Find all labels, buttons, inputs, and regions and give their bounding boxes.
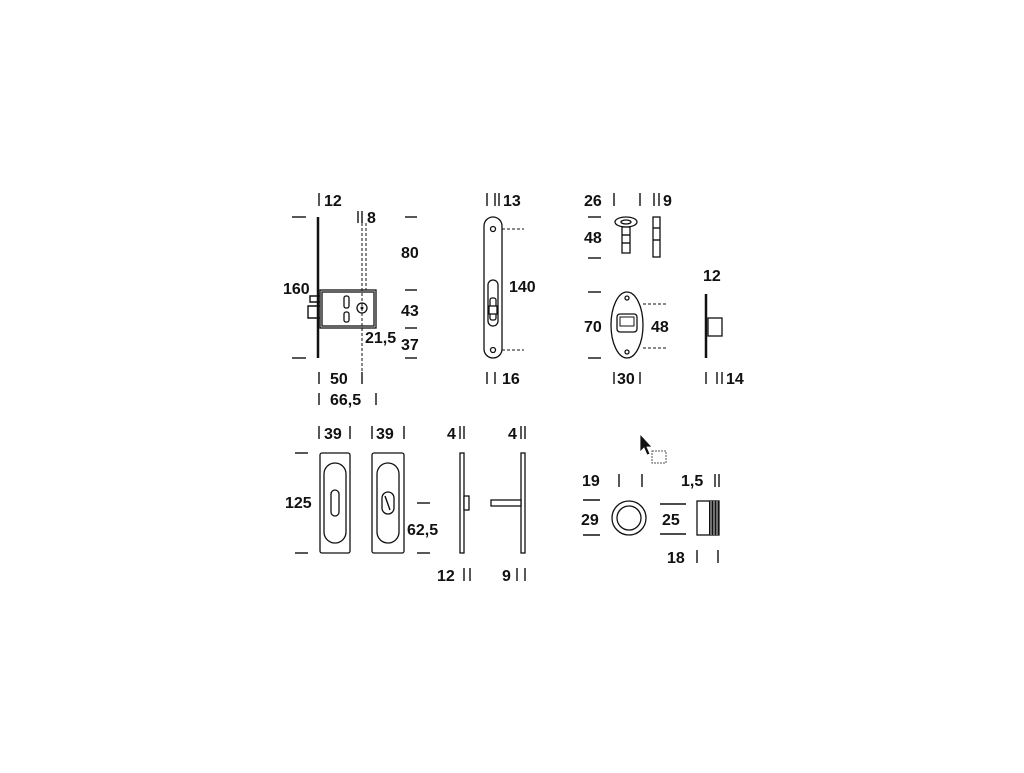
rosette-inner-diameter-label: 25 <box>662 512 680 529</box>
lock-backset-label: 50 <box>330 371 348 388</box>
lock-middle-label: 43 <box>401 303 419 320</box>
rosette-depth-label: 18 <box>667 550 685 567</box>
plate-2-bottom-label: 9 <box>502 568 511 585</box>
escutcheon-height-label: 70 <box>584 319 602 336</box>
side-plate-top-label: 12 <box>703 268 721 285</box>
rosette-thickness-label: 1,5 <box>681 473 703 490</box>
screws-drawing: 26 9 48 <box>584 193 672 259</box>
rosette-top-diameter-label: 19 <box>582 473 600 490</box>
arrow-pointer-icon <box>639 432 667 464</box>
side-plate-drawing: 12 14 <box>703 268 744 388</box>
lock-lower-label: 37 <box>401 337 419 354</box>
lock-top-thickness-label: 12 <box>324 193 342 210</box>
flush-handles-drawing: 39 39 125 62,5 4 4 12 9 <box>285 426 526 585</box>
screw-length-label: 48 <box>584 230 602 247</box>
lock-dim-8-label: 8 <box>367 210 376 227</box>
faceplate-drawing: 13 140 16 <box>483 193 536 388</box>
lock-body-drawing: 12 8 160 80 43 21,5 37 50 <box>283 193 419 409</box>
handle-half-height-label: 62,5 <box>407 522 438 539</box>
handle-right-width-label: 39 <box>376 426 394 443</box>
escutcheon-inner-label: 48 <box>651 319 669 336</box>
faceplate-height-label: 140 <box>509 279 536 296</box>
plate-1-top-label: 4 <box>447 426 456 443</box>
plate-2-top-label: 4 <box>508 426 517 443</box>
escutcheon-width-label: 30 <box>617 371 635 388</box>
screw-shank-label: 9 <box>663 193 672 210</box>
lock-upper-label: 80 <box>401 245 419 262</box>
rosette-drawing: 19 1,5 29 25 18 <box>581 473 720 567</box>
handle-height-label: 125 <box>285 495 312 512</box>
lock-height-label: 160 <box>283 281 310 298</box>
plate-1-bottom-label: 12 <box>437 568 455 585</box>
lock-depth-label: 66,5 <box>330 392 361 409</box>
faceplate-width-label: 13 <box>503 193 521 210</box>
faceplate-bottom-label: 16 <box>502 371 520 388</box>
lock-offset-label: 21,5 <box>365 330 396 347</box>
rosette-outer-diameter-label: 29 <box>581 512 599 529</box>
side-plate-bottom-label: 14 <box>726 371 744 388</box>
handle-left-width-label: 39 <box>324 426 342 443</box>
screw-head-label: 26 <box>584 193 602 210</box>
escutcheon-drawing: 70 48 30 <box>584 291 669 388</box>
